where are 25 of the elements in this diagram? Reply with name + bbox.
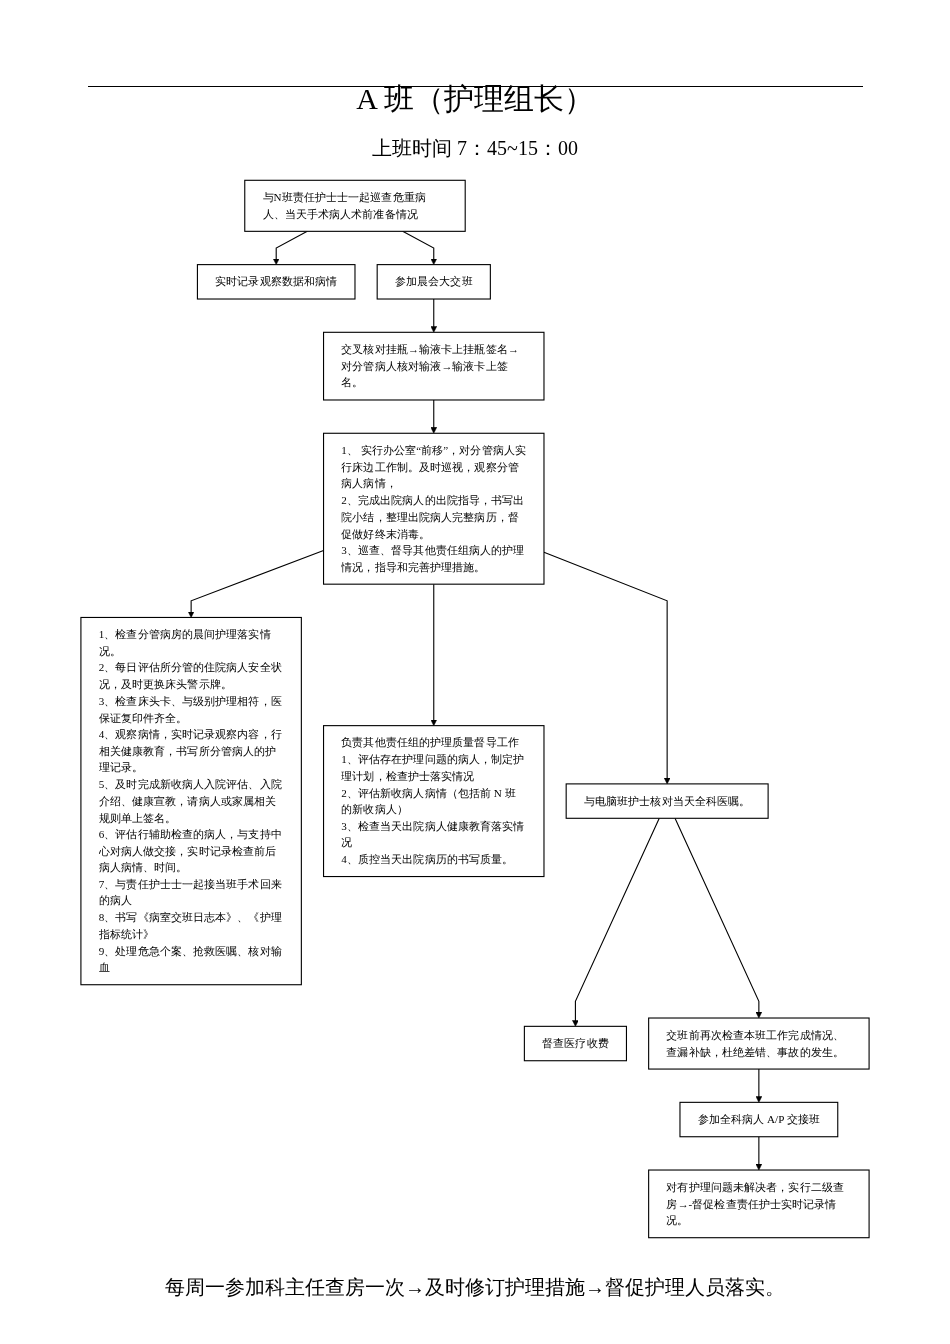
arrow <box>543 551 671 785</box>
arrow <box>430 298 437 333</box>
process-box: 与N班责任护士士一起巡查危重病人、当天手术病人术前准备情况 <box>244 179 466 232</box>
arrow <box>430 583 437 726</box>
arrow <box>674 817 763 1019</box>
process-box: 负责其他责任组的护理质量督导工作 1、评估存在护理问题的病人，制定护理计划，检查护士落实情况 2、评估新收病人病情（包括前 N 班的新收病人） 3、检查当天出院病人健康教育落实情况 4、质控当天出院病历的书写质量。 <box>323 725 545 878</box>
process-box: 参加晨会大交班 <box>376 264 491 300</box>
process-box: 交班前再次检查本班工作完成情况、查漏补缺，杜绝差错、事故的发生。 <box>648 1017 870 1070</box>
arrow <box>572 817 660 1027</box>
arrow <box>402 230 437 265</box>
process-box: 对有护理问题未解决者，实行二级查房→-督促检查责任护士实时记录情况。 <box>648 1169 870 1239</box>
process-box: 实时记录观察数据和病情 <box>196 264 356 300</box>
arrow <box>755 1136 763 1171</box>
arrow <box>272 230 308 265</box>
process-box: 督查医疗收费 <box>523 1025 627 1062</box>
process-box: 交叉核对挂瓶→输液卡上挂瓶签名→对分管病人核对输液→输液卡上签名。 <box>323 331 545 401</box>
shift-time: 上班时间 7：45~15：00 <box>371 136 579 161</box>
arrow <box>755 1068 763 1103</box>
process-box: 1、 实行办公室“前移”，对分管病人实行床边工作制。及时巡视，观察分管病人病情， 2、完成出院病人的出院指导，书写出院小结，整理出院病人完整病历，督促做好终末消毒。 3、巡查、督导其他责任组病人的护理情况，指导和完善护理措施。 <box>323 432 545 585</box>
process-box: 与电脑班护士核对当天全科医嘱。 <box>565 783 769 819</box>
process-box: 参加全科病人 A/P 交接班 <box>679 1101 839 1138</box>
process-box: 1、检查分管病房的晨间护理落实情况。 2、每日评估所分管的住院病人安全状况，及时更换床头警示牌。 3、检查床头卡、与级别护理相符，医保证复印件齐全。 4、观察病情，实时记录观察内容，行相关健康教育，书写所分管病人的护理记录。 5、及时完成新收病人入院评估、入院介绍、健康宣教，请病人或家属相关规则单上签名。 6、评估行辅助检查的病人，与支持中心对病人做交接，实时记录检查前后病人病情、时间。 7、与责任护士士一起接当班手术回来的病人 8、书写《病室交班日志本》、《护理指标统计》 9、处理危急个案、抢救医嘱、核对输血 <box>80 616 302 986</box>
arrow <box>430 399 437 434</box>
title: A 班（护理组长） <box>356 81 594 117</box>
note: 每周一参加科主任查房一次→及时修订护理措施→督促护理人员落实。 <box>165 1275 785 1300</box>
